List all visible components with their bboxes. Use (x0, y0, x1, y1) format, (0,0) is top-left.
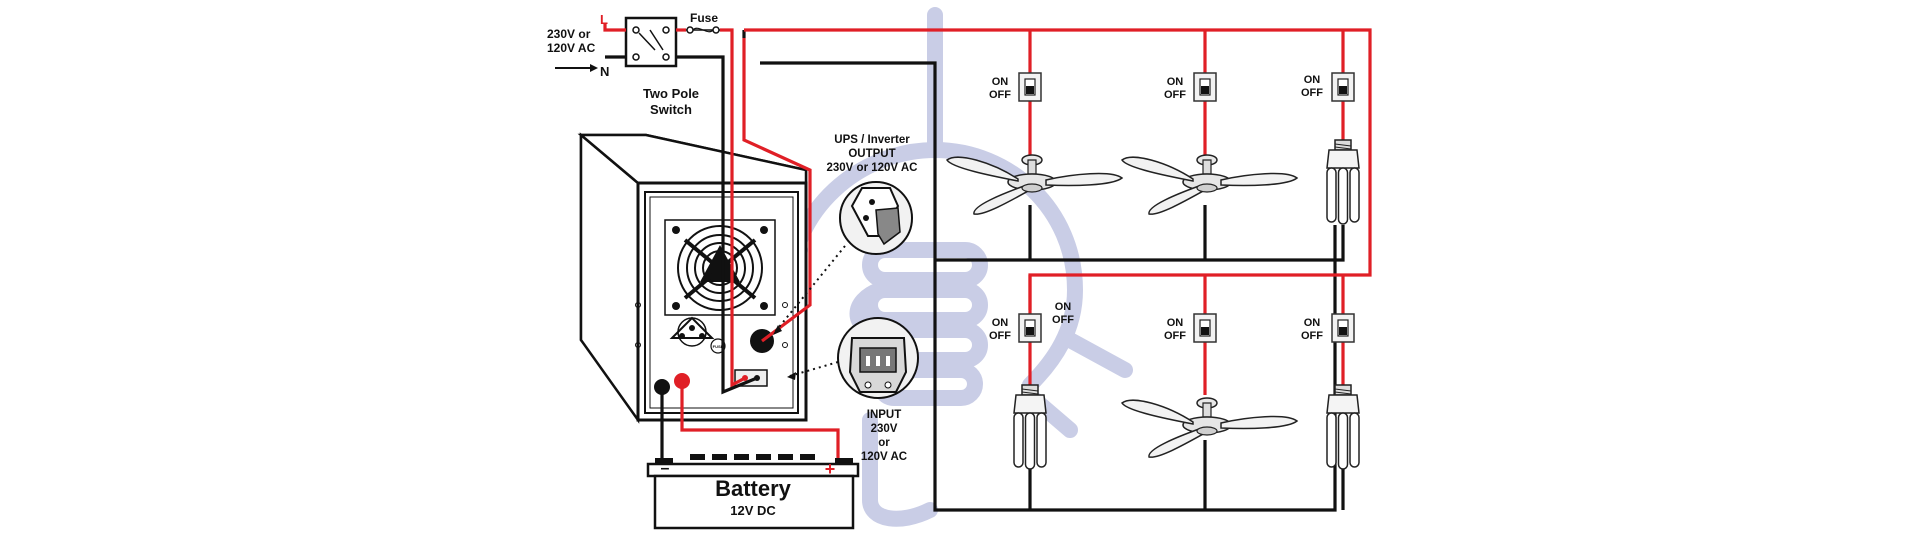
ups-cabinet-icon: FUSE (577, 132, 808, 424)
load-switch (1018, 72, 1042, 102)
cfl-bulb (1326, 139, 1360, 225)
cfl-bulb (1326, 384, 1360, 470)
load-switch (1193, 72, 1217, 102)
input-label-line3: or (878, 437, 890, 449)
switch-on-label: ON (1055, 301, 1072, 313)
switch-off-label: OFF (1164, 330, 1186, 342)
switch-label-line1: Two Pole (643, 86, 699, 101)
output-label-line1: UPS / Inverter (834, 134, 910, 146)
supply-voltage-line1: 230V or (547, 27, 591, 41)
ceiling-fan (1121, 154, 1298, 215)
switch-on-label: ON (992, 317, 1009, 329)
load-switch (1331, 72, 1355, 102)
battery-title: Battery (715, 476, 792, 501)
input-label-line2: 230V (871, 423, 898, 435)
switch-on-label: ON (1167, 317, 1184, 329)
load-switch (1018, 313, 1042, 343)
switch-off-label: OFF (989, 89, 1011, 101)
load-switch (1331, 313, 1355, 343)
ups-fuse-label: FUSE (713, 344, 724, 349)
switch-off-label: OFF (1301, 87, 1323, 99)
live-label: L (600, 12, 608, 27)
output-label-line3: 230V or 120V AC (827, 162, 918, 174)
cfl-bulb (1013, 384, 1047, 470)
fuse-icon (686, 26, 720, 34)
switch-on-label: ON (1304, 317, 1321, 329)
switch-on-label: ON (992, 76, 1009, 88)
battery-icon (646, 454, 860, 530)
supply-voltage-line2: 120V AC (547, 41, 596, 55)
output-label-line2: OUTPUT (848, 148, 895, 160)
switch-off-label: OFF (989, 330, 1011, 342)
switch-off-label: OFF (1301, 330, 1323, 342)
input-socket-callout (837, 317, 919, 399)
neutral-label: N (600, 64, 609, 79)
ceiling-fan (1121, 397, 1298, 458)
switch-on-label: ON (1304, 74, 1321, 86)
battery-rating: 12V DC (730, 503, 776, 518)
switch-off-label: OFF (1164, 89, 1186, 101)
fuse-label: Fuse (690, 11, 718, 25)
battery-positive-label: + (825, 459, 836, 479)
ceiling-fan (946, 154, 1123, 215)
two-pole-switch (624, 16, 678, 68)
switch-on-label: ON (1167, 76, 1184, 88)
switch-label-line2: Switch (650, 102, 692, 117)
switch-off-label: OFF (1052, 314, 1074, 326)
output-socket-callout (839, 181, 913, 255)
load-switch (1193, 313, 1217, 343)
input-label-line1: INPUT (867, 409, 902, 421)
input-label-line4: 120V AC (861, 451, 907, 463)
battery-negative-label: – (661, 460, 670, 477)
